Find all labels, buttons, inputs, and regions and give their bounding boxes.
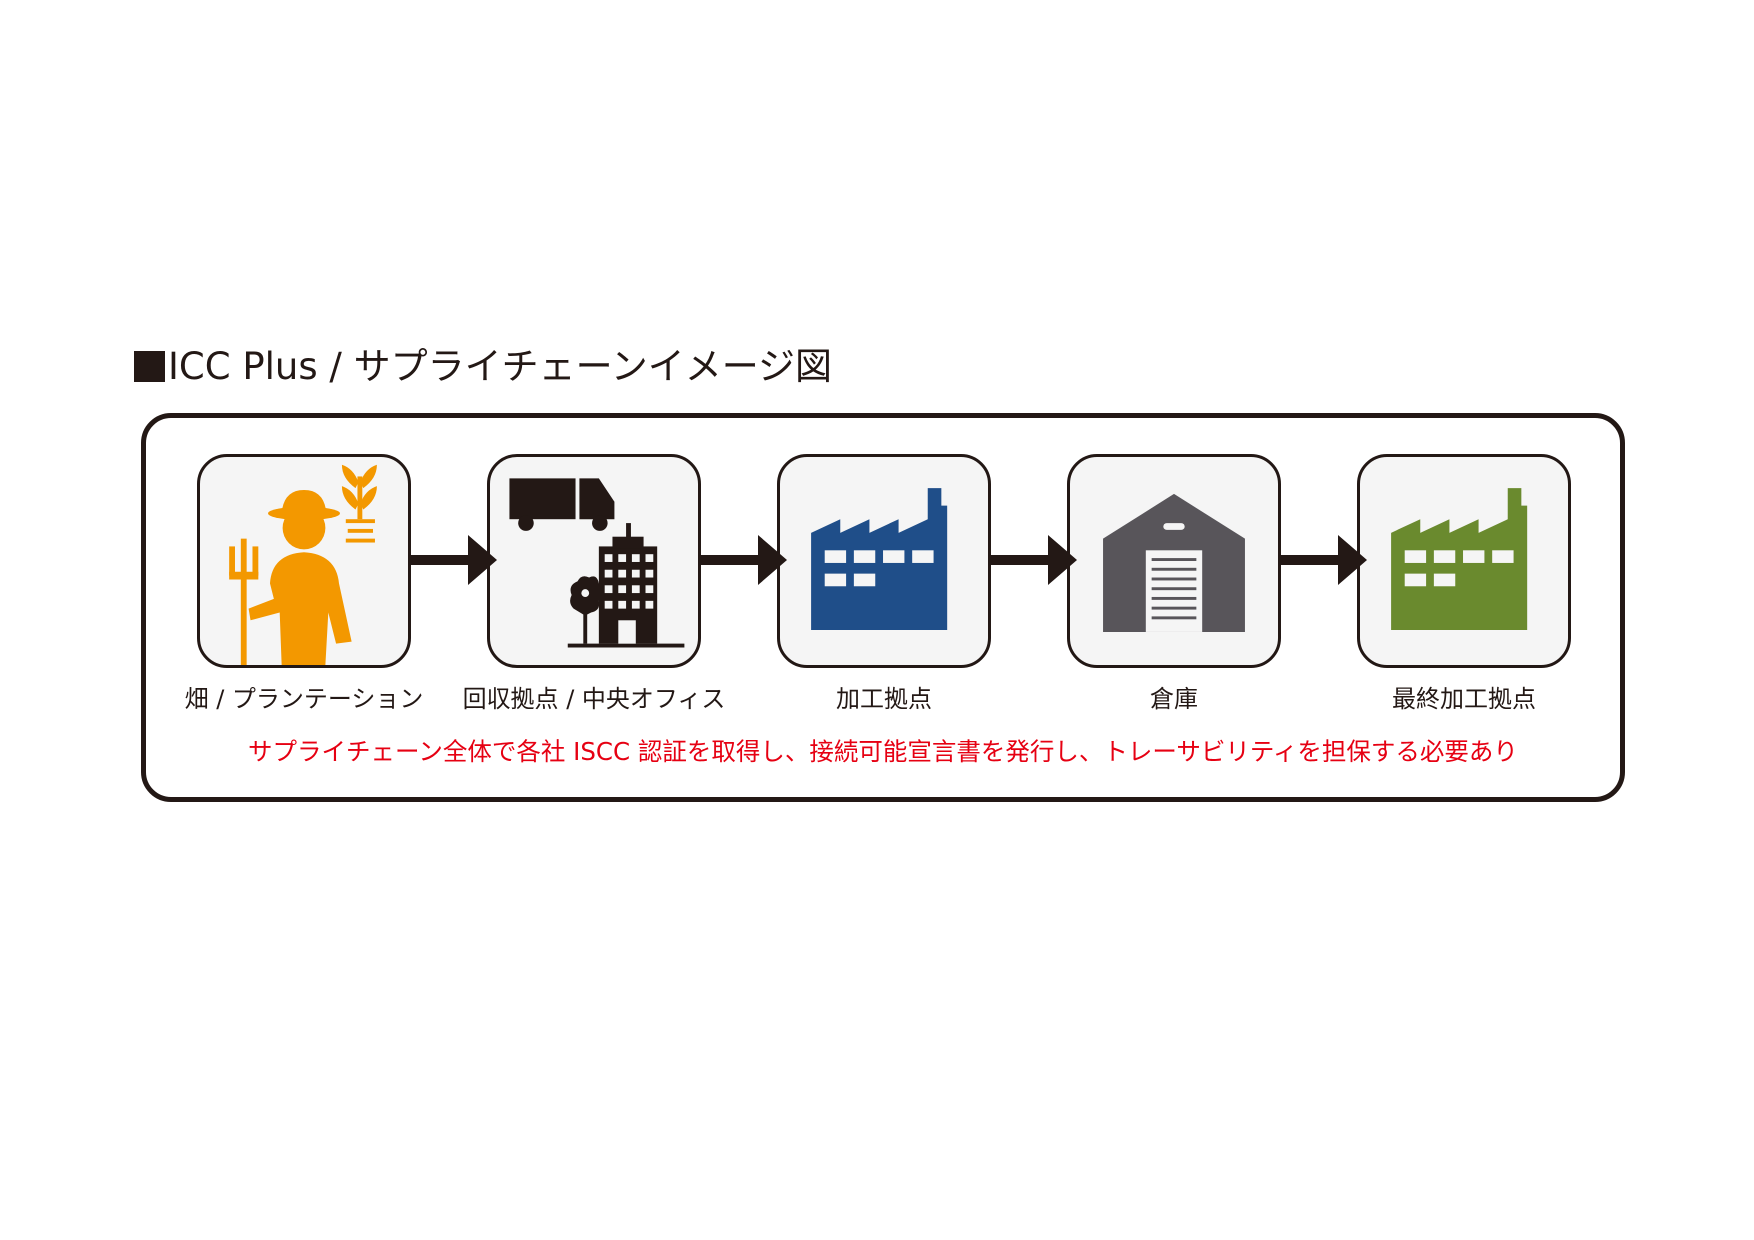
- flow-arrow-icon: [411, 535, 497, 585]
- flow-arrow-icon: [701, 535, 787, 585]
- stage-label-processing-site: 加工拠点: [836, 685, 932, 713]
- stage-farm: [197, 454, 411, 668]
- factory-icon: [811, 488, 948, 631]
- flow-arrow-icon: [1281, 535, 1367, 585]
- diagram-title-text: ICC Plus / サプライチェーンイメージ図: [168, 345, 833, 388]
- certification-requirement-note: サプライチェーン全体で各社 ISCC 認証を取得し、接続可能宣言書を発行し、トレ…: [248, 737, 1518, 766]
- stage-label-farm: 畑 / プランテーション: [184, 685, 424, 713]
- flow-arrow-icon: [991, 535, 1077, 585]
- supply-chain-frame: [141, 413, 1625, 802]
- title-square-bullet: [134, 351, 165, 382]
- stage-label-collection-office: 回収拠点 / 中央オフィス: [462, 685, 726, 713]
- farmer-icon: [229, 464, 377, 665]
- stage-processing-site: [777, 454, 991, 668]
- stage-label-final-processing-site: 最終加工拠点: [1392, 685, 1536, 713]
- truck-and-office-building-icon: [509, 478, 685, 648]
- diagram-title: ICC Plus / サプライチェーンイメージ図: [134, 342, 832, 392]
- stage-warehouse: [1067, 454, 1281, 668]
- stage-label-warehouse: 倉庫: [1150, 685, 1198, 713]
- factory-icon: [1391, 488, 1528, 631]
- stage-collection-office: [487, 454, 701, 668]
- stage-final-processing-site: [1357, 454, 1571, 668]
- warehouse-icon: [1103, 493, 1245, 632]
